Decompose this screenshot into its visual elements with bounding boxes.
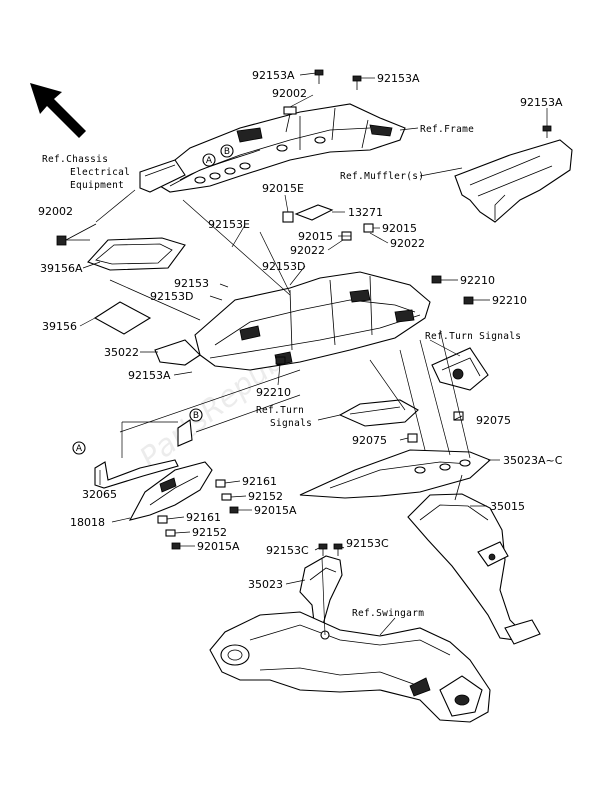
label-92002-top: 92002	[272, 87, 307, 100]
grommet-92075-r	[453, 411, 464, 421]
label-ref-turn-signals-center-1: Ref.Turn	[256, 405, 304, 416]
label-ref-swingarm: Ref.Swingarm	[352, 608, 424, 619]
label-92152-b: 92152	[192, 526, 227, 539]
label-92022-a: 92022	[290, 244, 325, 257]
grommet-92015A-a	[229, 506, 239, 514]
grommet-92075-c	[407, 433, 418, 443]
label-92002-left: 92002	[38, 205, 73, 218]
marker-B-mid: B	[189, 408, 203, 422]
pad-39156	[93, 301, 152, 335]
label-ref-chassis-1: Ref.Chassis	[42, 154, 108, 165]
marker-A-top: A	[202, 153, 216, 167]
label-39156A: 39156A	[40, 262, 83, 275]
label-ref-turn-signals-right: Ref.Turn Signals	[425, 331, 521, 342]
label-ref-frame: Ref.Frame	[420, 124, 474, 135]
label-92153A-top: 92153A	[252, 69, 295, 82]
label-92075-right: 92075	[476, 414, 511, 427]
label-92015E: 92015E	[262, 182, 304, 195]
grommet-92161-b	[157, 515, 168, 524]
label-92153: 92153	[174, 277, 209, 290]
chassis-bracket-part	[139, 159, 186, 193]
label-92152-a: 92152	[248, 490, 283, 503]
label-92153E: 92153E	[208, 218, 250, 231]
turn-signal-center-part	[338, 399, 419, 427]
label-ref-turn-signals-center-2: Signals	[270, 418, 312, 429]
label-92161-a: 92161	[242, 475, 277, 488]
bolt-92153A-top	[314, 69, 324, 84]
bolt-92153C-b	[333, 543, 343, 556]
label-92153A-right: 92153A	[520, 96, 563, 109]
label-32065: 32065	[82, 488, 117, 501]
nut-92210-b	[463, 296, 474, 305]
marker-B-top: B	[220, 144, 234, 158]
svg-text:B: B	[193, 411, 199, 421]
clip-13271	[294, 204, 334, 221]
svg-text:A: A	[206, 156, 213, 166]
side-cover-18018	[128, 461, 213, 521]
bracket-39156A	[87, 237, 186, 271]
hugger-35023	[299, 555, 343, 631]
label-92161-b: 92161	[186, 511, 221, 524]
label-35023A-C: 35023A~C	[503, 454, 563, 467]
grommet-92015A-b	[171, 542, 181, 550]
label-92153D-mid: 92153D	[262, 260, 305, 273]
label-92022-b: 92022	[390, 237, 425, 250]
label-18018: 18018	[70, 516, 105, 529]
direction-arrow-icon	[30, 83, 86, 138]
nut-92210-c	[275, 356, 286, 365]
label-92153A-top2: 92153A	[377, 72, 420, 85]
label-ref-muffler: Ref.Muffler(s)	[340, 171, 424, 182]
label-92153C-b: 92153C	[346, 537, 389, 550]
leader-lines	[66, 72, 548, 636]
bolt-92153C-a	[318, 543, 328, 556]
label-ref-chassis-3: Equipment	[70, 180, 124, 191]
plate-bracket-35023A-C	[299, 449, 492, 499]
svg-text:A: A	[76, 444, 83, 454]
label-92210-c: 92210	[256, 386, 291, 399]
svg-text:B: B	[224, 147, 230, 157]
bolt-92153A-top2	[352, 75, 362, 90]
label-92153D-left: 92153D	[150, 290, 193, 303]
label-13271: 13271	[348, 206, 383, 219]
marker-A-mid: A	[72, 441, 86, 455]
label-92015-a: 92015	[298, 230, 333, 243]
label-92075-center: 92075	[352, 434, 387, 447]
grommet-92015E	[282, 211, 294, 223]
rear-fender-35015	[407, 474, 541, 645]
label-92153A-left: 92153A	[128, 369, 171, 382]
label-35022: 35022	[104, 346, 139, 359]
subframe-part	[149, 103, 406, 193]
label-92015-b: 92015	[382, 222, 417, 235]
grommet-92161-a	[215, 479, 226, 488]
bracket-32065	[94, 419, 193, 489]
swingarm-part	[209, 611, 491, 723]
bolt-92153A-right	[542, 125, 552, 138]
label-92015A-b: 92015A	[197, 540, 240, 553]
grommet-92152-a	[221, 493, 232, 501]
muffler-part	[454, 139, 573, 223]
rear-fender-tray-part	[194, 271, 431, 371]
label-ref-chassis-2: Electrical	[70, 167, 130, 178]
label-92210-a: 92210	[460, 274, 495, 287]
nut-92210-a	[431, 275, 442, 284]
turn-signal-right-part	[431, 347, 489, 391]
label-35023: 35023	[248, 578, 283, 591]
label-39156: 39156	[42, 320, 77, 333]
bolt-92002-left	[56, 223, 97, 246]
label-92210-b: 92210	[492, 294, 527, 307]
label-35015: 35015	[490, 500, 525, 513]
label-92153C-a: 92153C	[266, 544, 309, 557]
label-92015A-a: 92015A	[254, 504, 297, 517]
grommet-92015-b	[363, 223, 374, 233]
cover-35022	[154, 339, 201, 366]
grommet-92152-b	[165, 529, 176, 537]
